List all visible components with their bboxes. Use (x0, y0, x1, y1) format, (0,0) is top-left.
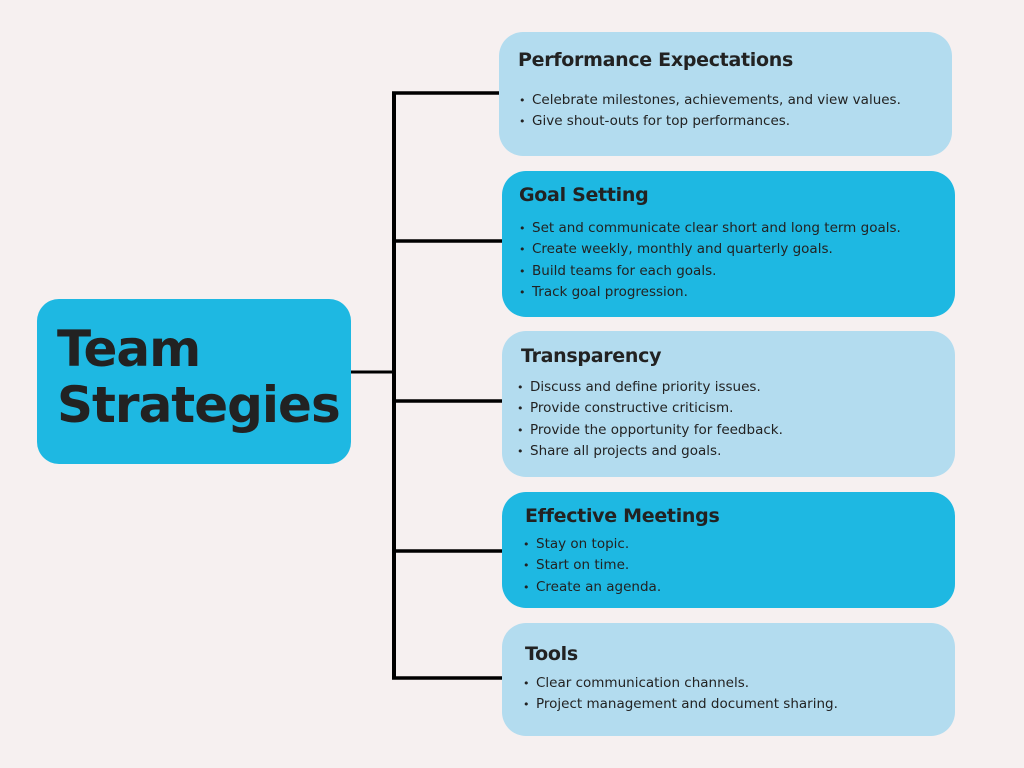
card-list: •Discuss and define priority issues. •Pr… (517, 377, 783, 462)
bullet-icon: • (523, 698, 530, 712)
list-item: •Create weekly, monthly and quarterly go… (519, 239, 901, 260)
bullet-icon: • (519, 243, 526, 257)
card-title: Tools (525, 643, 578, 665)
bullet-icon: • (523, 538, 530, 551)
card-title: Effective Meetings (525, 505, 720, 527)
card-performance-expectations: Performance Expectations •Celebrate mile… (499, 32, 952, 156)
bullet-icon: • (517, 381, 524, 394)
card-transparency: Transparency •Discuss and define priorit… (502, 331, 955, 477)
card-list: •Celebrate milestones, achievements, and… (519, 90, 901, 133)
list-item: •Build teams for each goals. (519, 261, 901, 282)
list-item: •Clear communication channels. (523, 673, 838, 694)
card-list: •Set and communicate clear short and lon… (519, 218, 901, 303)
bullet-icon: • (519, 115, 526, 129)
bullet-icon: • (517, 402, 524, 416)
root-title-line2: Strategies (57, 376, 341, 434)
card-goal-setting: Goal Setting •Set and communicate clear … (502, 171, 955, 317)
root-node: Team Strategies (37, 299, 351, 464)
bullet-icon: • (517, 423, 524, 437)
bullet-icon: • (519, 264, 526, 278)
card-title: Goal Setting (519, 184, 649, 206)
list-item: •Stay on topic. (523, 534, 661, 555)
card-effective-meetings: Effective Meetings •Stay on topic. •Star… (502, 492, 955, 608)
list-item: •Celebrate milestones, achievements, and… (519, 90, 901, 111)
card-title: Performance Expectations (518, 49, 793, 71)
bullet-icon: • (519, 285, 526, 299)
bullet-icon: • (523, 559, 530, 573)
list-item: •Discuss and define priority issues. (517, 377, 783, 398)
bullet-icon: • (523, 677, 530, 690)
list-item: •Share all projects and goals. (517, 441, 783, 462)
bullet-icon: • (517, 444, 524, 458)
list-item: •Create an agenda. (523, 577, 661, 598)
root-title-line1: Team (57, 320, 201, 378)
card-title: Transparency (521, 345, 662, 367)
bullet-icon: • (519, 94, 526, 107)
card-list: •Stay on topic. •Start on time. •Create … (523, 534, 661, 598)
list-item: •Provide the opportunity for feedback. (517, 420, 783, 441)
list-item: •Project management and document sharing… (523, 694, 838, 715)
list-item: •Set and communicate clear short and lon… (519, 218, 901, 239)
list-item: •Provide constructive criticism. (517, 398, 783, 419)
card-tools: Tools •Clear communication channels. •Pr… (502, 623, 955, 736)
root-title: Team Strategies (57, 320, 341, 434)
list-item: •Give shout-outs for top performances. (519, 111, 901, 132)
list-item: •Track goal progression. (519, 282, 901, 303)
card-list: •Clear communication channels. •Project … (523, 673, 838, 716)
list-item: •Start on time. (523, 555, 661, 576)
bullet-icon: • (519, 222, 526, 235)
bullet-icon: • (523, 580, 530, 594)
